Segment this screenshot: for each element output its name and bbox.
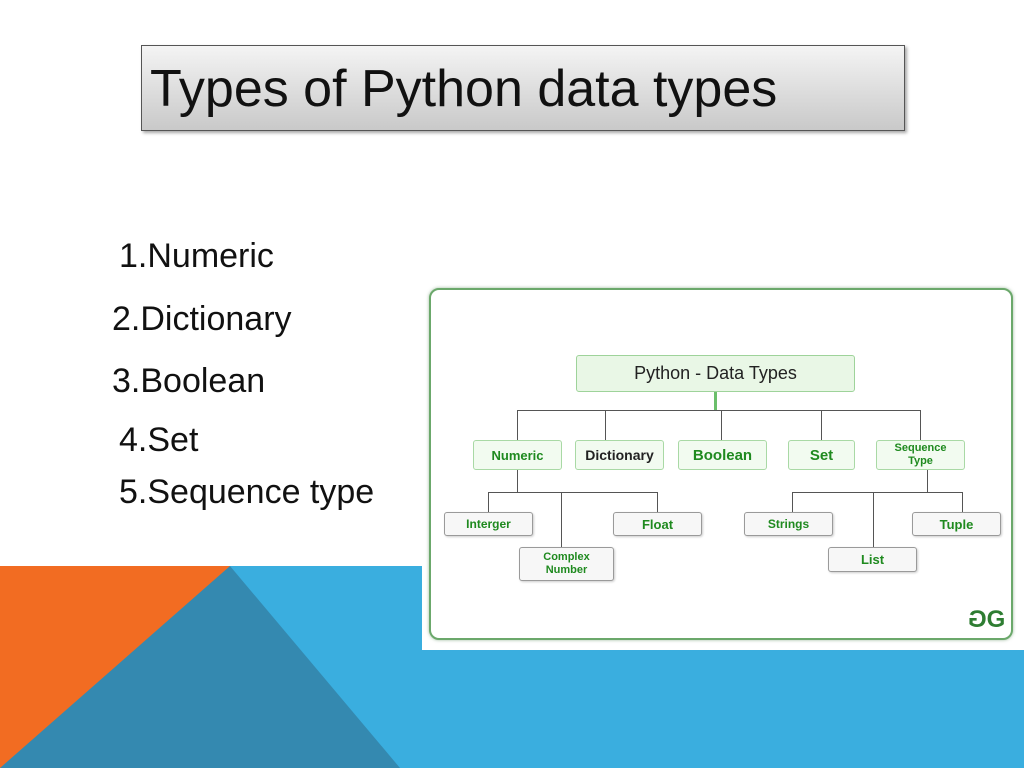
connector-numeric — [517, 410, 518, 440]
node-sequence-type: Sequence Type — [876, 440, 965, 470]
root-stem — [714, 392, 717, 410]
geeksforgeeks-logo-icon: GG — [970, 606, 1005, 633]
connector-tuple — [962, 492, 963, 512]
connector-float — [657, 492, 658, 512]
level1-bar — [517, 410, 921, 411]
connector-sequence — [920, 410, 921, 440]
list-item-dictionary: 2.Dictionary — [112, 300, 292, 338]
connector-complex — [561, 492, 562, 547]
diagram-image: Python - Data Types Numeric Dictionary B… — [422, 282, 1024, 650]
list-item-boolean: 3.Boolean — [112, 362, 266, 400]
node-numeric: Numeric — [473, 440, 562, 470]
node-complex-number: Complex Number — [519, 547, 614, 581]
orange-triangle — [0, 566, 230, 768]
connector-dictionary — [605, 410, 606, 440]
node-strings: Strings — [744, 512, 833, 536]
slide-title: Types of Python data types — [150, 60, 778, 118]
numeric-stem — [517, 470, 518, 492]
sequence-stem — [927, 470, 928, 492]
connector-interger — [488, 492, 489, 512]
title-box: Types of Python data types — [141, 45, 905, 131]
connector-strings — [792, 492, 793, 512]
node-interger: Interger — [444, 512, 533, 536]
list-item-set: 4.Set — [119, 421, 199, 459]
connector-boolean — [721, 410, 722, 440]
connector-set — [821, 410, 822, 440]
node-tuple: Tuple — [912, 512, 1001, 536]
node-float: Float — [613, 512, 702, 536]
node-set: Set — [788, 440, 855, 470]
list-item-sequence: 5.Sequence type — [119, 473, 375, 511]
node-dictionary: Dictionary — [575, 440, 664, 470]
node-boolean: Boolean — [678, 440, 767, 470]
sequence-bar — [792, 492, 962, 493]
list-item-numeric: 1.Numeric — [119, 237, 274, 275]
node-root: Python - Data Types — [576, 355, 855, 392]
numeric-bar — [488, 492, 657, 493]
node-list: List — [828, 547, 917, 572]
connector-list — [873, 492, 874, 547]
